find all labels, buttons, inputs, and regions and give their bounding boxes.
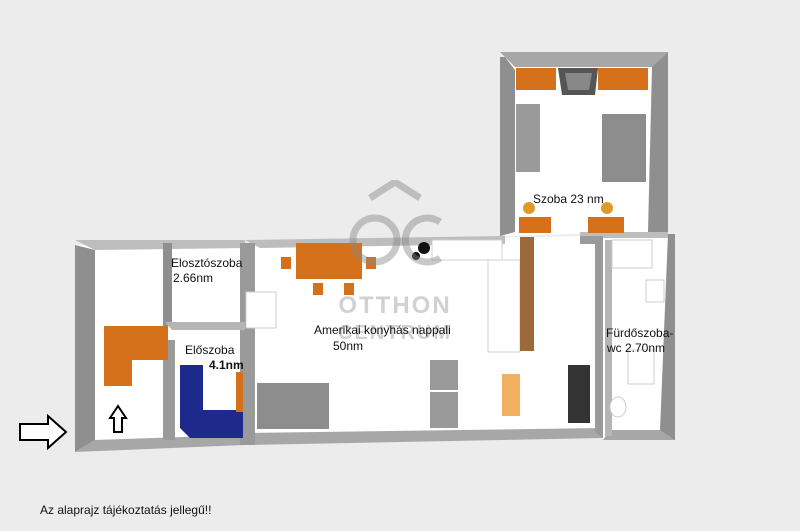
wall-bottom-main — [245, 428, 603, 445]
disclaimer-note: Az alaprajz tájékoztatás jellegű!! — [40, 503, 212, 517]
room-area-furdoszoba: wc 2.70nm — [607, 341, 666, 355]
room-label-szoba: Szoba 23 nm — [533, 192, 604, 206]
desk-right — [588, 217, 624, 233]
sofa-bedroom — [516, 104, 540, 172]
wall-top-left — [75, 240, 245, 250]
wardrobe-entry — [104, 326, 168, 386]
washing-machine — [645, 279, 665, 303]
room-label-nappali: Amerikai konyhás nappali — [314, 323, 451, 337]
watermark-bottom-text: CENTRUM — [338, 322, 452, 344]
bed — [602, 114, 646, 182]
sink — [627, 349, 655, 385]
kitchen-island — [487, 259, 521, 353]
wall-bath-left — [580, 236, 603, 438]
wardrobe-left — [516, 68, 556, 90]
dining-chair-3 — [313, 283, 323, 295]
room-area-elosztoszoba: 2.66nm — [173, 271, 214, 285]
armchair-1 — [430, 360, 458, 390]
dining-chair-1 — [281, 257, 291, 269]
fridge — [245, 291, 277, 329]
room-area-eloszoba: 4.1nm — [209, 358, 244, 372]
kitchen-counter — [431, 239, 503, 261]
watermark: OTTHON CENTRUM — [330, 177, 460, 350]
chair-left — [523, 202, 535, 214]
armchair-2 — [430, 392, 458, 428]
wall-bedroom-top — [500, 52, 668, 67]
room-area-nappali: 50nm — [333, 339, 364, 353]
toilet — [609, 396, 627, 418]
wall-inner-horizontal — [165, 322, 245, 330]
wall-bedroom-right — [648, 52, 668, 232]
stove — [418, 242, 430, 254]
coffee-table — [502, 374, 520, 416]
wall-left — [75, 245, 95, 452]
side-panel — [236, 372, 243, 412]
floor-bedroom — [505, 57, 668, 236]
watermark-top-text: OTTHON — [338, 292, 452, 319]
chair-right — [601, 202, 613, 214]
wall-bath-inner — [605, 240, 612, 436]
wall-inner-stub — [163, 340, 175, 440]
wall-bedroom-left — [500, 57, 515, 236]
bathtub — [611, 239, 653, 269]
desk-left — [519, 217, 551, 233]
wardrobe-right — [598, 68, 648, 90]
sofa-corner — [180, 365, 243, 438]
wall-right-bath — [660, 234, 675, 440]
dining-chair-4 — [344, 283, 354, 295]
room-label-elosztoszoba: Elosztószoba — [171, 256, 243, 270]
watermark-logo-icon — [349, 177, 443, 266]
up-arrow-icon — [108, 404, 128, 433]
dining-chair-2 — [366, 257, 376, 269]
dining-table — [296, 243, 362, 279]
room-label-furdoszoba: Fürdőszoba- — [606, 326, 674, 340]
room-divider — [520, 237, 534, 351]
wall-inner-vertical-1 — [163, 243, 172, 328]
room-label-eloszoba: Előszoba — [185, 343, 235, 357]
fireplace-inner — [565, 73, 592, 90]
wall-bottom-left — [75, 435, 245, 452]
wall-bottom-bath — [603, 430, 675, 440]
stove-2 — [412, 252, 420, 260]
entrance-arrow-icon — [19, 413, 68, 451]
sofa-living — [257, 383, 329, 429]
tv-unit — [568, 365, 590, 423]
